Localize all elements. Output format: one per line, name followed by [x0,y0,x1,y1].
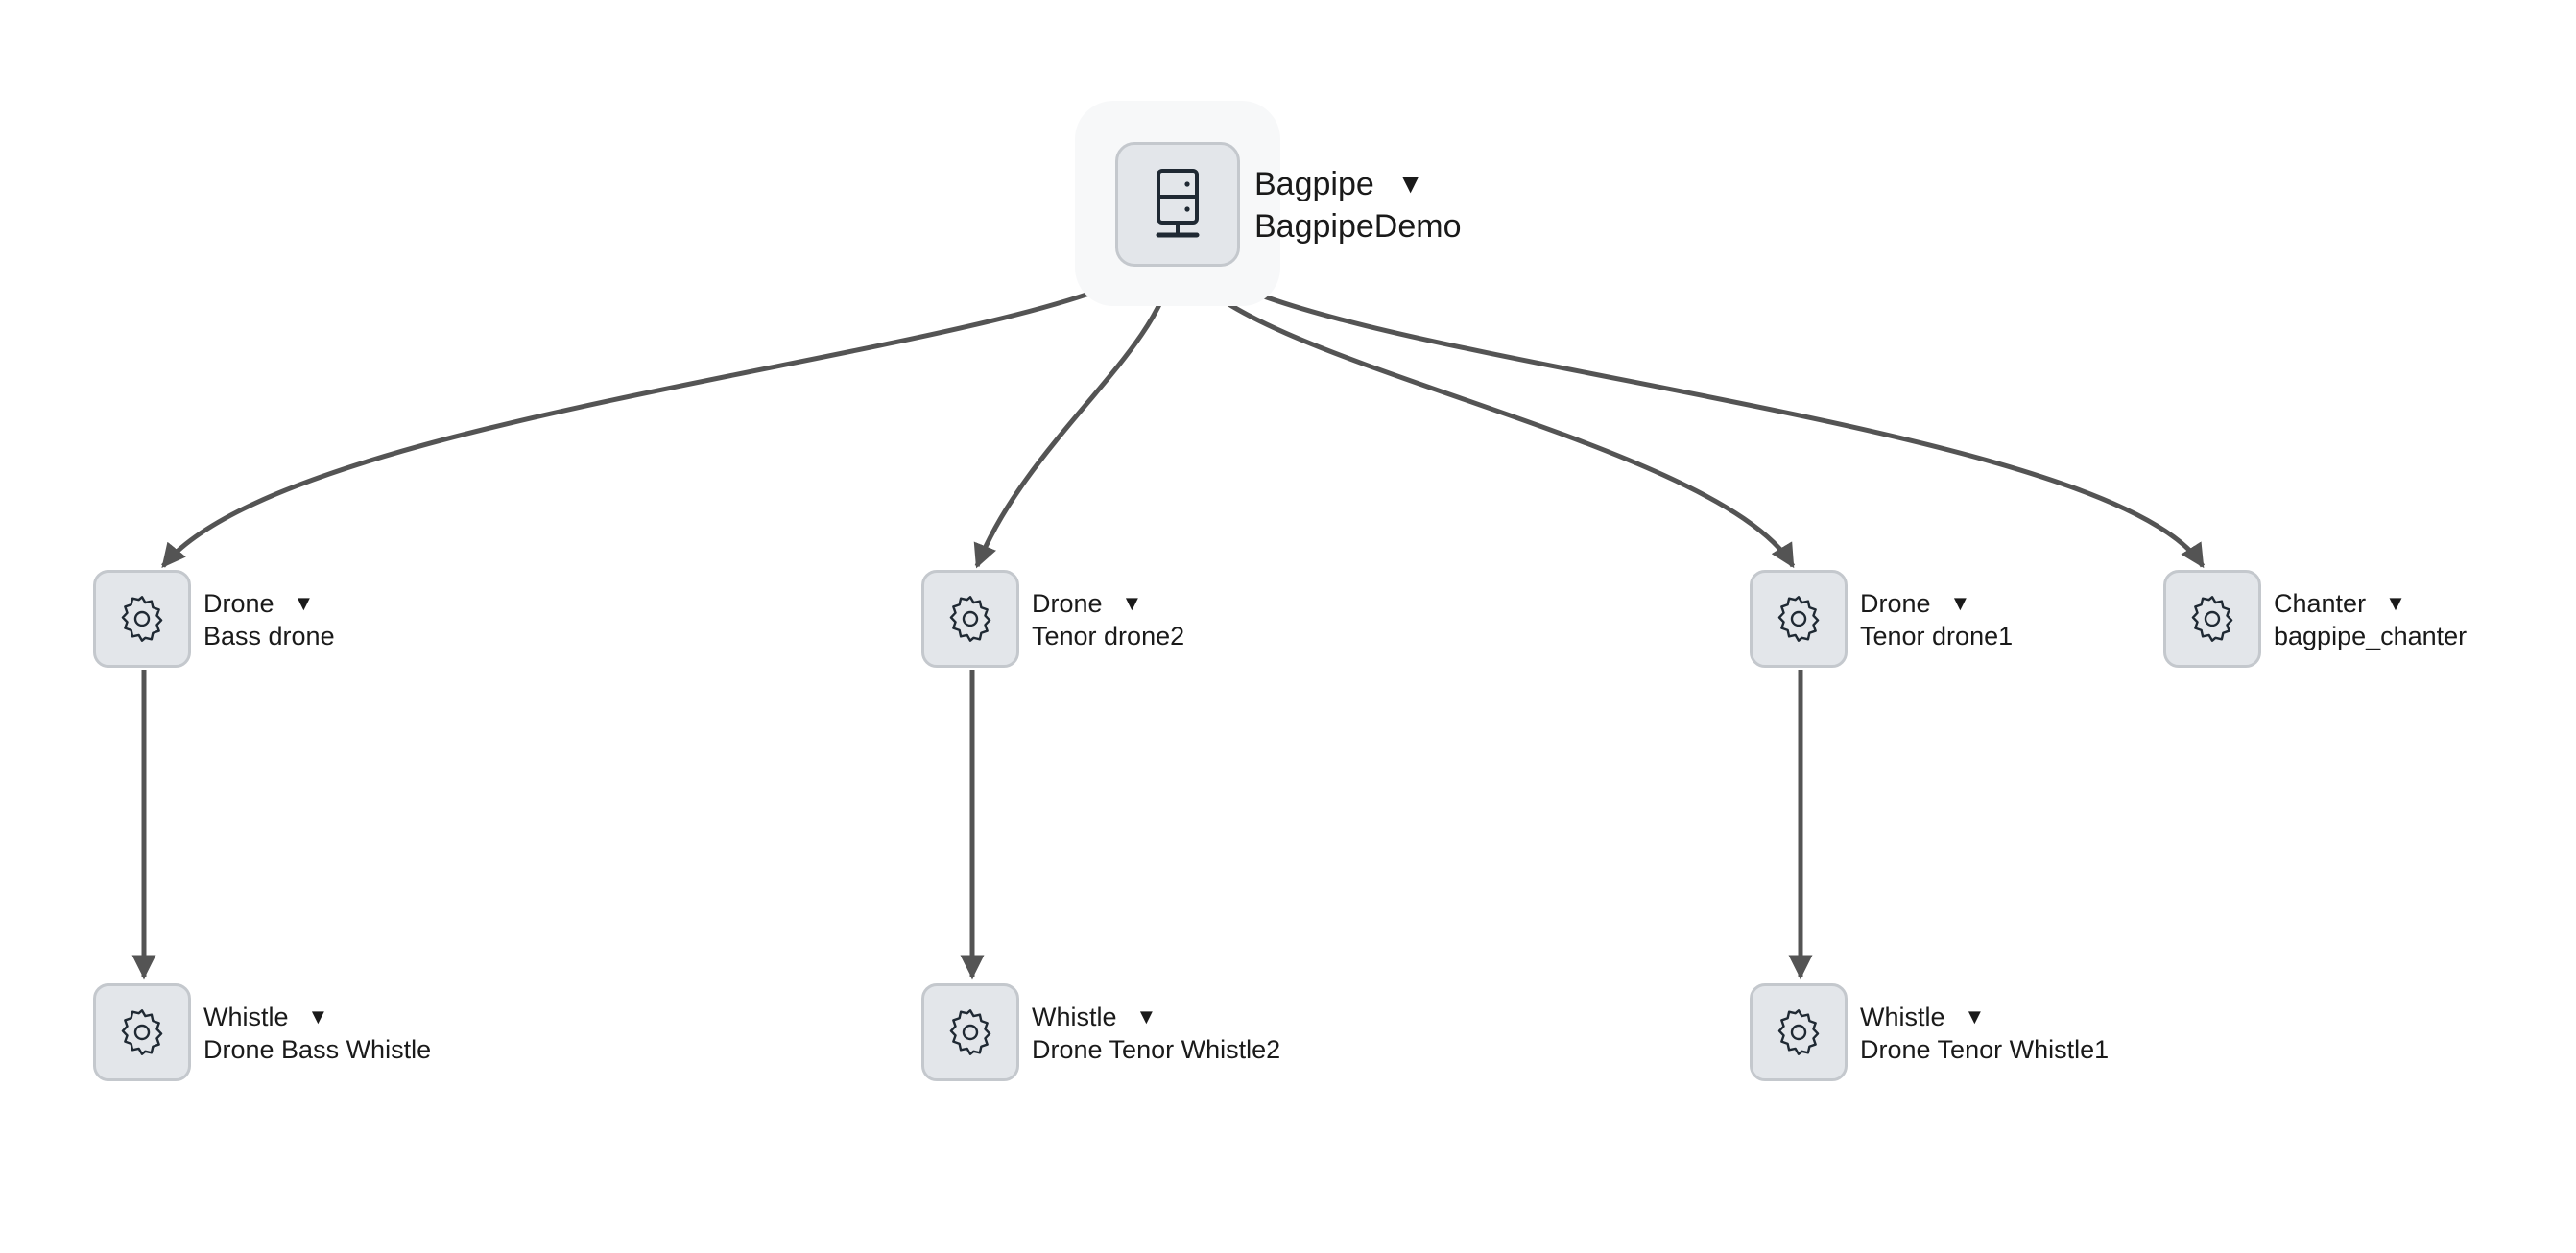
node-kind: Drone [1860,589,1931,618]
kind-dropdown[interactable]: Chanter ▼ [2274,587,2467,620]
edge-root-chanter [1203,266,2206,569]
node-name: Drone Tenor Whistle2 [1032,1035,1281,1064]
node-name: Tenor drone1 [1860,622,2014,650]
node-label-bass-drone: Drone ▼ Bass drone [203,587,335,652]
kind-dropdown[interactable]: Whistle ▼ [1860,1001,2109,1033]
gear-icon [2191,596,2233,642]
node-label-tenor-drone1: Drone ▼ Tenor drone1 [1860,587,2013,652]
caret-down-icon[interactable]: ▼ [1121,591,1143,615]
gear-icon [121,1009,163,1055]
caret-down-icon[interactable]: ▼ [1396,169,1424,199]
node-kind: Whistle [1032,1003,1117,1031]
caret-down-icon[interactable]: ▼ [293,591,315,615]
kind-dropdown[interactable]: Drone ▼ [203,587,335,620]
edge-root-tenor-drone2 [973,268,1175,569]
kind-dropdown[interactable]: Whistle ▼ [203,1001,431,1033]
caret-down-icon[interactable]: ▼ [1964,1005,1986,1028]
node-kind: Whistle [203,1003,289,1031]
node-box-tenor-whistle1[interactable] [1750,983,1848,1081]
kind-dropdown[interactable]: Drone ▼ [1032,587,1184,620]
caret-down-icon[interactable]: ▼ [1949,591,1971,615]
node-box-chanter[interactable] [2163,570,2261,668]
root-name: BagpipeDemo [1254,208,1462,245]
edge-root-tenor-drone1 [1185,267,1796,569]
root-node-box[interactable] [1115,142,1240,267]
kind-dropdown[interactable]: Whistle ▼ [1032,1001,1280,1033]
node-label-bass-whistle: Whistle ▼ Drone Bass Whistle [203,1001,431,1066]
node-box-tenor-drone1[interactable] [1750,570,1848,668]
caret-down-icon[interactable]: ▼ [2385,591,2406,615]
root-kind: Bagpipe [1254,166,1374,202]
node-box-bass-whistle[interactable] [93,983,191,1081]
gear-icon [121,596,163,642]
node-name: bagpipe_chanter [2274,622,2468,650]
gear-icon [1777,1009,1820,1055]
root-node-label: Bagpipe ▼ BagpipeDemo [1254,163,1461,248]
node-name: Drone Tenor Whistle1 [1860,1035,2110,1064]
node-kind: Drone [203,589,274,618]
caret-down-icon[interactable]: ▼ [307,1005,329,1028]
node-box-tenor-whistle2[interactable] [921,983,1019,1081]
node-kind: Chanter [2274,589,2367,618]
node-kind: Drone [1032,589,1103,618]
node-kind: Whistle [1860,1003,1945,1031]
edge-root-bass-drone [161,266,1149,568]
node-name: Drone Bass Whistle [203,1035,432,1064]
node-name: Bass drone [203,622,335,650]
node-label-tenor-whistle1: Whistle ▼ Drone Tenor Whistle1 [1860,1001,2109,1066]
server-icon [1156,169,1200,238]
gear-icon [949,1009,991,1055]
node-label-tenor-whistle2: Whistle ▼ Drone Tenor Whistle2 [1032,1001,1280,1066]
root-kind-dropdown[interactable]: Bagpipe ▼ [1254,163,1461,205]
node-name: Tenor drone2 [1032,622,1185,650]
kind-dropdown[interactable]: Drone ▼ [1860,587,2013,620]
node-box-bass-drone[interactable] [93,570,191,668]
gear-icon [949,596,991,642]
caret-down-icon[interactable]: ▼ [1135,1005,1157,1028]
node-label-chanter: Chanter ▼ bagpipe_chanter [2274,587,2467,652]
gear-icon [1777,596,1820,642]
node-label-tenor-drone2: Drone ▼ Tenor drone2 [1032,587,1184,652]
node-box-tenor-drone2[interactable] [921,570,1019,668]
